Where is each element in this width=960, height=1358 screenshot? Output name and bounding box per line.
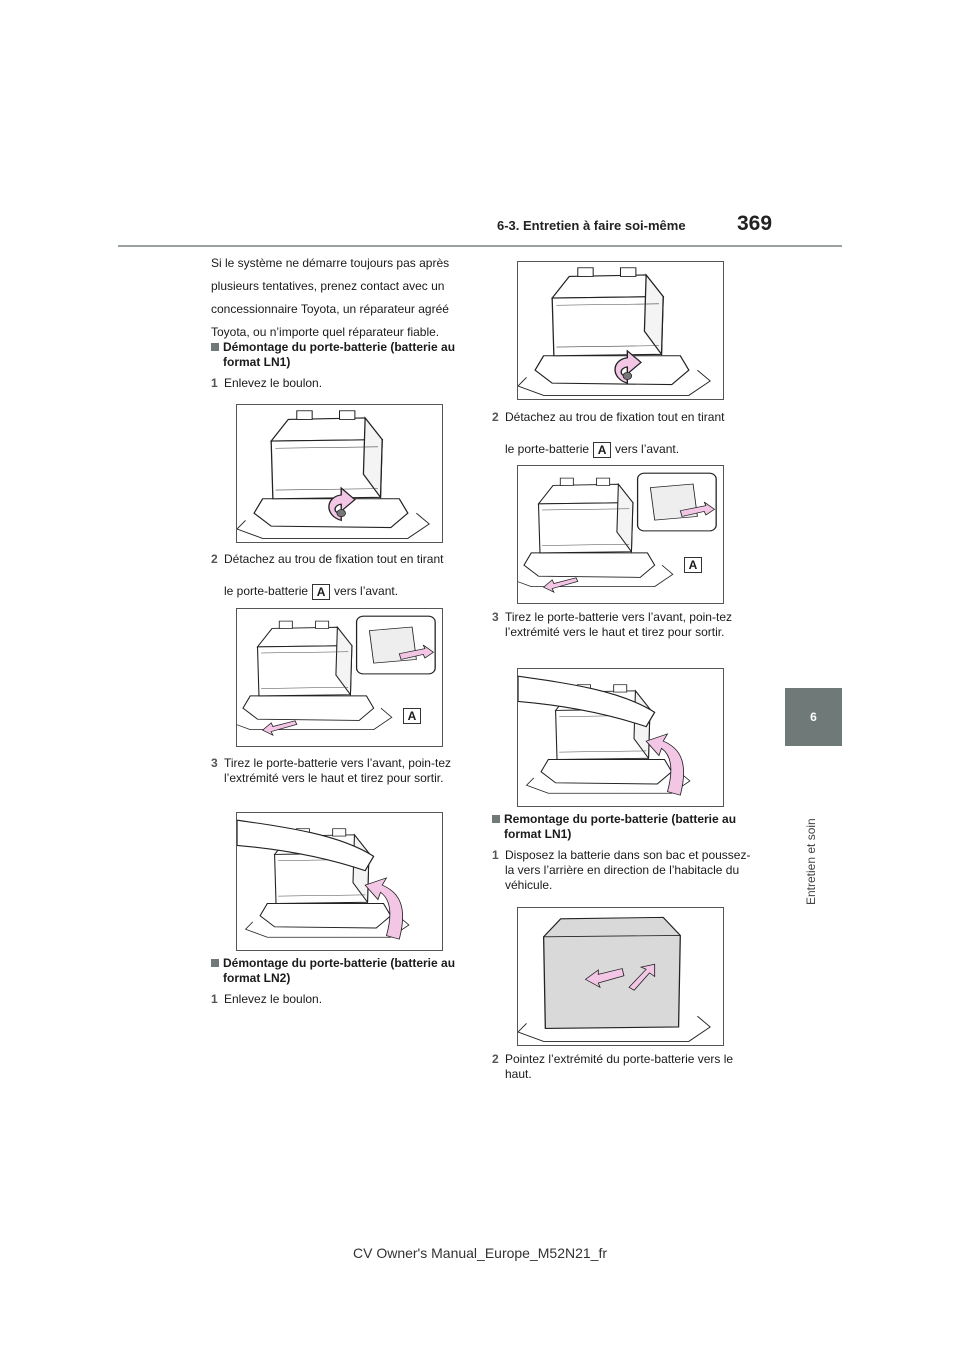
step-item: 2 Pointez l’extrémité du porte-batterie … xyxy=(492,1052,734,1081)
battery-pull-illustration xyxy=(236,812,443,951)
heading-bullet-icon xyxy=(211,959,219,967)
chapter-number: 6 xyxy=(810,710,817,724)
battery-bolt-illustration xyxy=(236,404,443,543)
step-item: 2 Détachez au trou de fixation tout en t… xyxy=(492,410,725,458)
battery-bolt-illustration-ln2 xyxy=(517,261,724,400)
step-item: 3 Tirez le porte-batterie vers l’avant, … xyxy=(492,610,732,639)
callout-badge: A xyxy=(593,442,612,458)
heading-bullet-icon xyxy=(492,815,500,823)
section-heading: Remontage du porte-batterie (batterie au… xyxy=(492,812,754,842)
step-item: 1 Disposez la batterie dans son bac et p… xyxy=(492,848,751,892)
step-item: 3 Tirez le porte-batterie vers l’avant, … xyxy=(211,756,451,785)
battery-holder-illustration-ln2: A xyxy=(517,465,724,604)
callout-badge: A xyxy=(312,584,331,600)
heading-bullet-icon xyxy=(211,343,219,351)
battery-holder-illustration: A xyxy=(236,608,443,747)
section-title: 6-3. Entretien à faire soi-même xyxy=(497,218,686,233)
intro-line: Si le système ne démarre toujours pas ap… xyxy=(211,256,450,270)
intro-line: plusieurs tentatives, prenez contact ave… xyxy=(211,279,445,293)
header-divider xyxy=(118,245,842,247)
step-item: 1 Enlevez le boulon. xyxy=(211,376,323,390)
intro-line: concessionnaire Toyota, un réparateur ag… xyxy=(211,302,449,316)
section-heading: Démontage du porte-batterie (batterie au… xyxy=(211,340,473,370)
footer-text: CV Owner's Manual_Europe_M52N21_fr xyxy=(352,1245,608,1261)
callout-badge: A xyxy=(403,708,421,724)
page-number: 369 xyxy=(737,212,773,235)
section-heading: Démontage du porte-batterie (batterie au… xyxy=(211,956,473,986)
intro-line: Toyota, ou n’importe quel réparateur fia… xyxy=(211,325,440,339)
intro-paragraph: Si le système ne démarre toujours pas ap… xyxy=(211,256,471,348)
chapter-label: Entretien et soin xyxy=(804,818,818,905)
step-item: 1 Enlevez le boulon. xyxy=(211,992,323,1006)
battery-install-illustration xyxy=(517,907,724,1046)
step-item: 2 Détachez au trou de fixation tout en t… xyxy=(211,552,444,600)
chapter-tab[interactable]: 6 xyxy=(785,688,842,746)
callout-badge: A xyxy=(684,557,702,573)
battery-pull-illustration-ln2 xyxy=(517,668,724,807)
